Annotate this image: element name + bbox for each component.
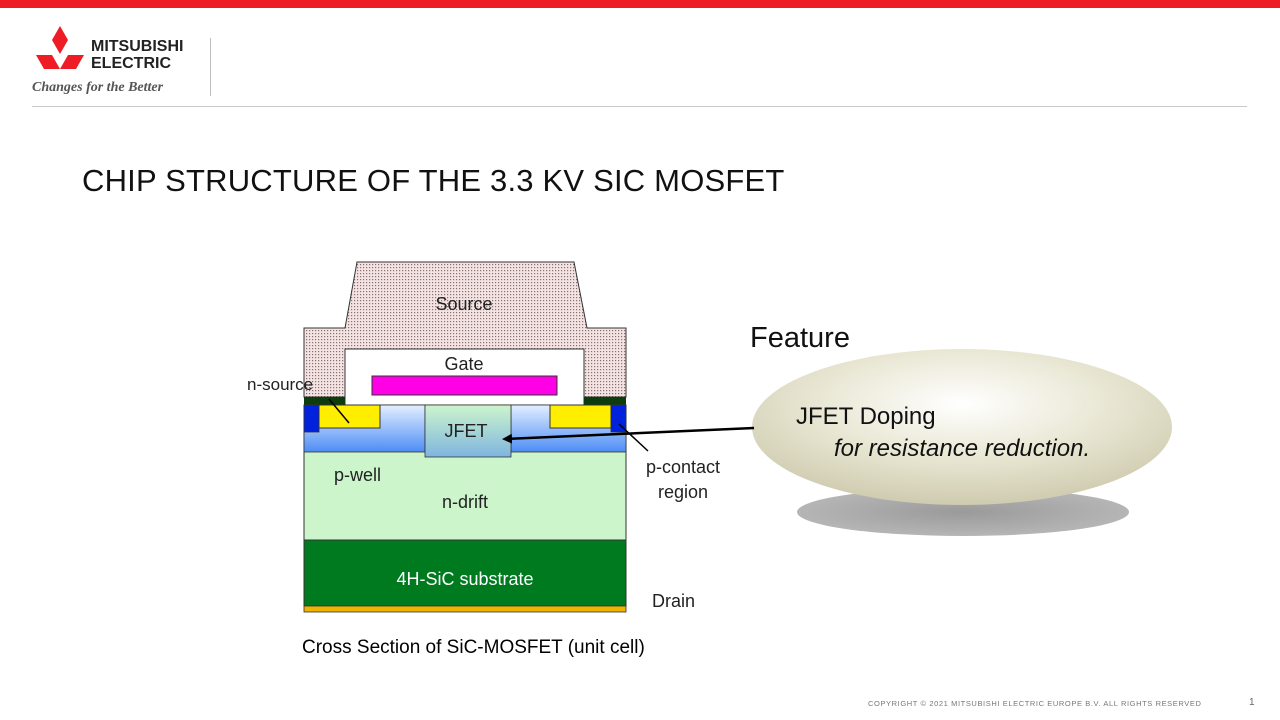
logo-divider bbox=[210, 38, 211, 96]
p-contact-right bbox=[610, 404, 627, 433]
n-source-leader bbox=[328, 398, 350, 424]
gate-electrode bbox=[371, 375, 558, 396]
ohmic-contact-layer-right bbox=[584, 397, 626, 405]
p-contact-left bbox=[303, 404, 320, 433]
feature-line1: JFET Doping bbox=[796, 403, 936, 430]
jfet-region bbox=[424, 404, 512, 458]
page-number: 1 bbox=[1249, 697, 1255, 708]
drain-metal bbox=[303, 605, 627, 613]
company-logo: MITSUBISHI ELECTRIC Changes for the Bett… bbox=[32, 26, 183, 95]
p-contact-label-line2: region bbox=[658, 482, 708, 502]
header-rule bbox=[32, 106, 1247, 107]
feature-arrow bbox=[502, 426, 755, 444]
feature-heading: Feature bbox=[750, 322, 850, 354]
ohmic-contact-layer-left bbox=[304, 397, 345, 405]
logo-brand-line1: MITSUBISHI bbox=[91, 38, 183, 55]
substrate-label: 4H-SiC substrate bbox=[396, 569, 533, 589]
n-source-label: n-source bbox=[247, 375, 313, 394]
n-source-right bbox=[549, 404, 612, 429]
three-diamonds-icon bbox=[36, 26, 84, 69]
feature-bubble-shadow bbox=[797, 488, 1129, 536]
logo-tagline: Changes for the Better bbox=[32, 80, 164, 95]
p-contact-label-line1: p-contact bbox=[646, 457, 720, 477]
sic-substrate bbox=[303, 539, 627, 607]
page-title: CHIP STRUCTURE OF THE 3.3 KV SIC MOSFET bbox=[82, 163, 785, 198]
gate-label: Gate bbox=[444, 354, 483, 374]
drain-label: Drain bbox=[652, 591, 695, 611]
logo-brand-line2: ELECTRIC bbox=[91, 55, 171, 72]
p-contact-leader bbox=[618, 423, 649, 452]
p-well-label: p-well bbox=[334, 465, 381, 485]
n-drift-label: n-drift bbox=[442, 492, 488, 512]
n-source-left bbox=[318, 404, 381, 429]
source-label: Source bbox=[435, 294, 492, 314]
diagram-caption: Cross Section of SiC-MOSFET (unit cell) bbox=[302, 637, 645, 658]
jfet-label: JFET bbox=[445, 421, 488, 441]
top-accent-bar bbox=[0, 0, 1280, 8]
footer-copyright: COPYRIGHT © 2021 MITSUBISHI ELECTRIC EUR… bbox=[868, 699, 1202, 708]
feature-bubble bbox=[752, 349, 1172, 505]
feature-line2: for resistance reduction. bbox=[834, 435, 1090, 462]
